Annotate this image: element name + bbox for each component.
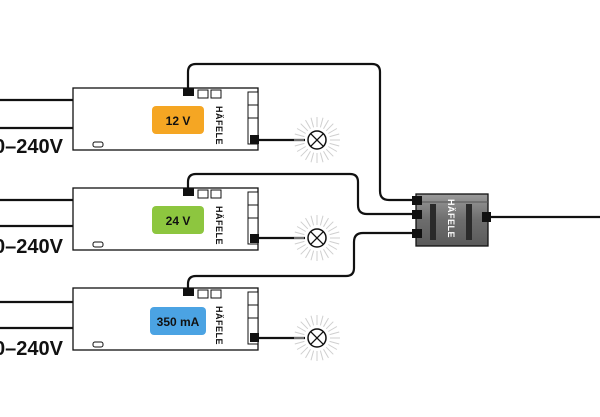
hub-cable xyxy=(186,62,416,202)
input-voltage-label: 0–240V xyxy=(0,338,64,360)
driver-port xyxy=(250,135,259,144)
driver-screw xyxy=(92,341,104,348)
driver-terminal xyxy=(197,189,209,199)
output-badge-label: 12 V xyxy=(166,114,191,128)
distribution-hub: HÄFELE xyxy=(412,193,491,247)
led-driver-12v: 12 V HÄFELE 0–240V xyxy=(0,87,259,158)
driver-terminal xyxy=(210,89,222,99)
hub-port xyxy=(482,212,491,222)
driver-terminal xyxy=(197,289,209,299)
hub-cable xyxy=(186,172,416,216)
lamps xyxy=(294,117,340,361)
driver-brand: HÄFELE xyxy=(214,106,224,145)
output-badge xyxy=(152,106,204,134)
output-badge xyxy=(150,307,206,335)
driver-terminal xyxy=(210,189,222,199)
output-badge-label: 350 mA xyxy=(157,315,200,329)
light-bulb-icon xyxy=(294,215,340,261)
led-driver-350ma: 350 mA HÄFELE 0–240V xyxy=(0,287,259,360)
driver-port xyxy=(183,88,194,96)
light-bulb-icon xyxy=(294,117,340,163)
led-driver-24v: 24 V HÄFELE 0–240V xyxy=(0,187,259,258)
hub-brand: HÄFELE xyxy=(446,199,456,238)
driver-screw xyxy=(92,241,104,248)
driver-port xyxy=(250,234,259,243)
driver-port xyxy=(183,288,194,296)
driver-terminal xyxy=(197,89,209,99)
output-badge xyxy=(152,206,204,234)
driver-port xyxy=(250,333,259,342)
driver-port xyxy=(183,188,194,196)
input-voltage-label: 0–240V xyxy=(0,136,64,158)
hub-port xyxy=(412,229,422,238)
driver-terminal xyxy=(210,289,222,299)
hub-port xyxy=(412,196,422,205)
hub-cable xyxy=(186,231,416,288)
hub-port xyxy=(412,210,422,219)
wires xyxy=(0,62,600,340)
driver-screw xyxy=(92,141,104,148)
output-badge-label: 24 V xyxy=(166,214,191,228)
input-voltage-label: 0–240V xyxy=(0,236,64,258)
driver-brand: HÄFELE xyxy=(214,306,224,345)
light-bulb-icon xyxy=(294,315,340,361)
driver-brand: HÄFELE xyxy=(214,206,224,245)
